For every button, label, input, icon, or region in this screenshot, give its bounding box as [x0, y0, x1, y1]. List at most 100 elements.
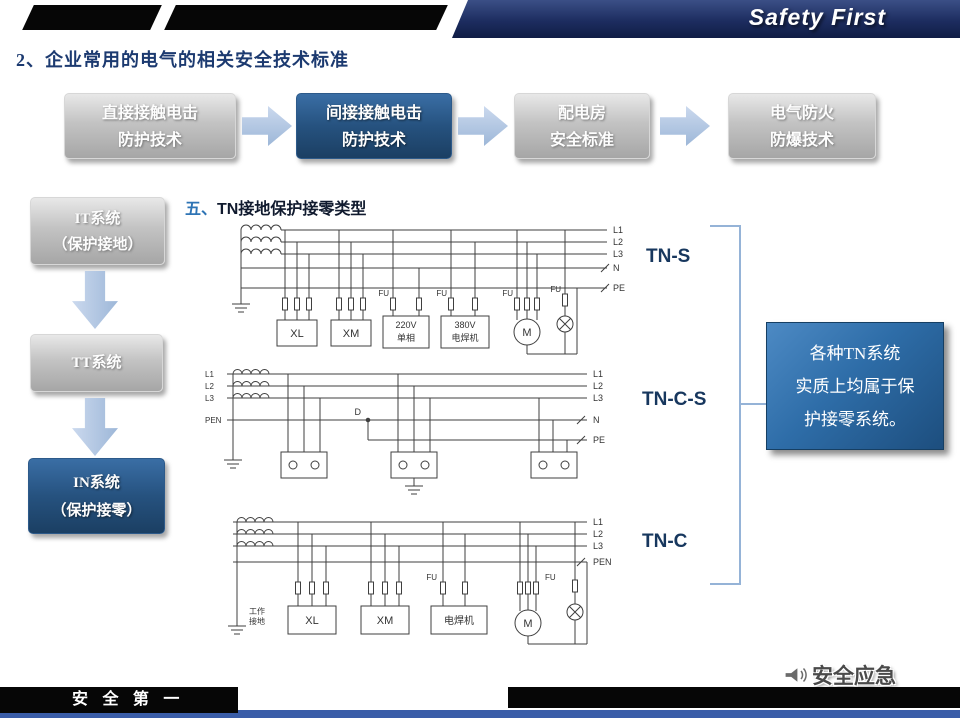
split-point-label: D: [355, 407, 362, 417]
transformer-coil: [240, 236, 282, 243]
socket1-drops: [287, 374, 321, 452]
footer-slogan: 安 全 第 一: [72, 691, 185, 708]
transformer-coil: [236, 529, 274, 535]
box-label-220v-2: 单相: [397, 332, 415, 343]
header-brand-text: Safety First: [748, 4, 886, 30]
phase-lines: [227, 373, 587, 421]
motor-drops: [519, 522, 537, 611]
section-number: 五、: [185, 201, 218, 218]
fuse-label: FU: [550, 285, 561, 294]
line-break-ticks: [576, 415, 586, 445]
fuse-symbols: [295, 579, 578, 595]
side-box-tn-system-active: IN系统 （保护接零）: [28, 458, 165, 534]
flow-step-line2: 防护技术: [117, 132, 182, 149]
side-box-it-system: IT系统 （保护接地）: [30, 197, 165, 265]
load-boxes: [287, 603, 584, 637]
flow-arrow-down-icon: [72, 398, 118, 456]
side-box-line1: TT系统: [71, 355, 122, 371]
megaphone-icon: [784, 665, 807, 685]
transformer-coil: [232, 369, 270, 375]
page-title: 2、企业常用的电气的相关安全技术标准: [16, 50, 349, 70]
motor-label: M: [523, 618, 532, 630]
box220-drops: [392, 230, 420, 316]
line-label: L2: [205, 382, 214, 391]
callout-line1: 各种TN系统: [809, 344, 901, 363]
callout-line3: 护接零系统。: [804, 410, 906, 429]
working-ground-label: 工作: [249, 606, 265, 616]
line-label: L3: [613, 249, 623, 259]
line-label: L1: [205, 370, 214, 379]
box-label-220v: 220V: [395, 320, 416, 330]
box-label-380v-2: 电焊机: [451, 332, 478, 343]
motor-symbol: [514, 609, 542, 637]
flow-step-line1: 直接接触电击: [101, 105, 198, 122]
box-label-xl: XL: [290, 328, 303, 340]
side-box-line2: （保护接零）: [51, 503, 142, 519]
phase-lines: [233, 521, 587, 563]
header-bar-black-2: [164, 5, 448, 30]
callout-line2: 实质上均属于保: [795, 377, 915, 396]
motor-symbol: [513, 318, 541, 346]
section-title: TN接地保护接零类型: [217, 201, 367, 218]
line-label: N: [613, 263, 620, 273]
fuse-label: FU: [426, 573, 437, 582]
ground-symbol: [232, 303, 250, 313]
line-break-ticks: [576, 557, 586, 567]
ground-symbol: [405, 485, 423, 495]
box380-drops: [450, 230, 476, 316]
transformer-coil: [232, 393, 270, 399]
split-junction: [365, 417, 371, 423]
flow-step-line1: 间接接触电击: [325, 105, 422, 122]
socket3-drops: [538, 398, 568, 452]
tnc-label: TN-C: [642, 531, 688, 552]
flow-step-line2: 安全标准: [549, 132, 614, 149]
transformer-coil: [236, 517, 274, 523]
fuse-label: FU: [436, 289, 447, 298]
flow-step-line2: 防爆技术: [769, 132, 834, 149]
flow-arrow-down-icon: [72, 271, 118, 329]
side-box-tt-system: TT系统: [30, 334, 163, 392]
socket2-drops: [397, 374, 431, 452]
brand-logo: 安全应急: [782, 660, 896, 690]
fuse-label: FU: [502, 289, 513, 298]
line-label: L2: [593, 381, 603, 391]
box-label-380v: 380V: [454, 320, 475, 330]
socket-outlets: [288, 460, 570, 470]
tncs-label: TN-C-S: [642, 389, 707, 410]
flow-step-line2: 防护技术: [341, 132, 406, 149]
line-label: L1: [613, 225, 623, 235]
side-box-line1: IN系统: [73, 475, 120, 491]
flow-step-fire-explosion: 电气防火 防爆技术: [728, 93, 876, 159]
tns-label: TN-S: [646, 246, 691, 267]
side-box-line2: （保护接地）: [52, 237, 143, 253]
box-label-xl: XL: [305, 615, 318, 627]
footer-blue-strip: [0, 710, 960, 718]
header-bar-navy: Safety First: [452, 0, 960, 38]
line-label: L3: [593, 393, 603, 403]
lamp-cross: [559, 318, 571, 330]
flow-arrow-right-icon: [458, 106, 508, 146]
callout-box: 各种TN系统 实质上均属于保 护接零系统。: [766, 322, 944, 450]
transformer-coil: [232, 381, 270, 387]
line-label: L2: [593, 529, 603, 539]
group-bracket: [710, 225, 766, 585]
line-label: N: [593, 415, 600, 425]
transformer-coil: [240, 248, 282, 255]
pen-bond-lines: [527, 562, 588, 645]
box-label-xm: XM: [377, 615, 394, 627]
flow-step-indirect-contact-active: 间接接触电击 防护技术: [296, 93, 452, 159]
line-label: L2: [613, 237, 623, 247]
header-bar-black-1: [22, 5, 162, 30]
motor-label: M: [522, 327, 531, 339]
line-label: L1: [593, 369, 603, 379]
pe-branch: [367, 420, 587, 441]
welder-drops: [442, 522, 466, 606]
flow-arrow-right-icon: [242, 106, 292, 146]
line-label: PE: [593, 435, 605, 445]
working-ground-label: 接地: [249, 616, 265, 626]
line-label: L3: [205, 394, 214, 403]
tncs-circuit-diagram: L1 L2 L3 PEN D L1 L2 L3 N PE: [205, 369, 605, 495]
side-box-line1: IT系统: [74, 211, 121, 227]
line-label: L3: [593, 541, 603, 551]
